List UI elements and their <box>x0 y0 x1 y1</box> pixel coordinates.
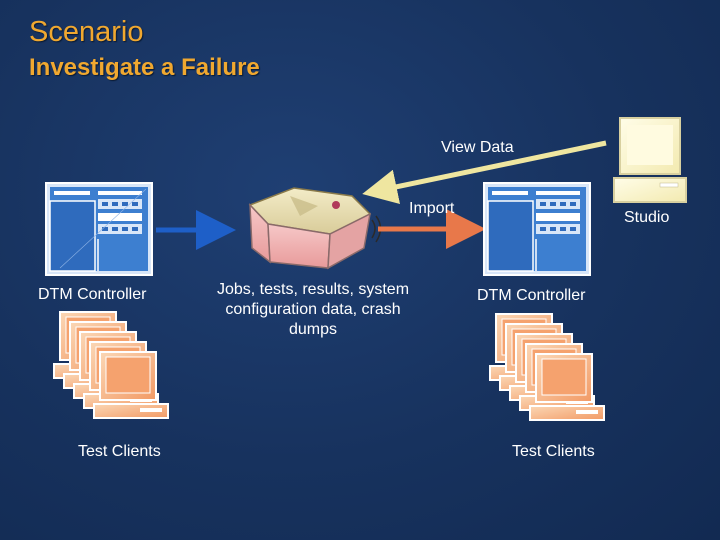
view-data-arrow <box>362 140 607 205</box>
data-package-icon <box>248 187 382 270</box>
studio-computer-icon <box>613 117 687 203</box>
studio-label: Studio <box>624 209 670 226</box>
view-data-label: View Data <box>441 139 514 156</box>
data-contents-label: Jobs, tests, results, system configurati… <box>216 281 410 338</box>
right-test-clients-label: Test Clients <box>512 443 595 460</box>
left-test-clients-icon <box>54 312 168 418</box>
right-dtm-controller-label: DTM Controller <box>477 287 586 304</box>
left-dtm-controller-label: DTM Controller <box>38 286 147 303</box>
right-test-clients-icon <box>490 314 604 420</box>
left-test-clients-label: Test Clients <box>78 443 161 460</box>
left-dtm-controller-icon <box>45 182 153 276</box>
right-dtm-controller-icon <box>483 182 591 276</box>
slide-subtitle: Investigate a Failure <box>29 54 260 81</box>
slide-title: Scenario <box>29 16 144 48</box>
import-label: Import <box>409 200 455 217</box>
left-controller-accent-line <box>59 188 147 269</box>
